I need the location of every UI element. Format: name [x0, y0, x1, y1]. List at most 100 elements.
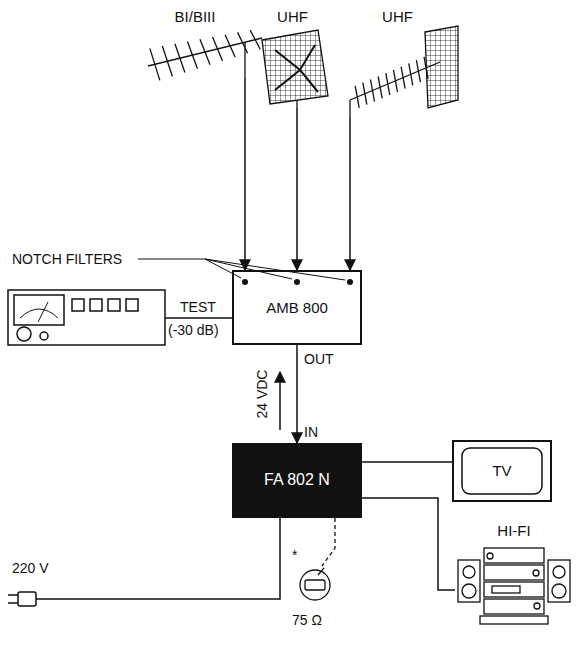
node-label: HI-FI: [497, 522, 530, 539]
meter-knob: [17, 327, 31, 341]
stereo-unit: [484, 548, 544, 563]
cable: [296, 108, 298, 270]
stereo-slot: [492, 586, 520, 593]
voltage-label: 220 V: [12, 560, 49, 576]
antenna-drawings: [148, 26, 458, 118]
yagi-element: [162, 46, 172, 76]
node-label: AMB 800: [266, 299, 328, 316]
cable: [244, 78, 246, 270]
bowtie-dipole: [275, 45, 318, 92]
yagi-element: [150, 48, 160, 80]
antenna-mast: [349, 100, 350, 118]
meter-key: [72, 299, 84, 311]
yagi-element: [225, 35, 235, 57]
uhf-reflector: [425, 26, 458, 108]
yagi-element: [200, 39, 210, 65]
footnote-mark: *: [292, 547, 297, 563]
antenna-mast: [296, 100, 297, 108]
voltage-label: 24 VDC: [254, 364, 270, 424]
plug-pin: [8, 594, 18, 596]
notch-dot: [294, 279, 300, 285]
cable: [296, 345, 298, 443]
stereo-unit: [484, 582, 544, 597]
test-meter: [8, 290, 165, 345]
meter-needle: [38, 302, 48, 322]
port-name: OUT: [304, 351, 334, 367]
yagi-element: [238, 32, 248, 53]
uhf-director: [409, 63, 413, 85]
speaker: [458, 560, 480, 602]
cable: [362, 461, 452, 463]
uhf-director: [386, 73, 390, 95]
cable: [349, 118, 351, 270]
meter-key: [90, 299, 102, 311]
notch-dot: [347, 279, 353, 285]
speaker-cone: [462, 584, 476, 598]
stereo-knob: [533, 570, 539, 576]
node-label: BI/BIII: [175, 8, 216, 25]
terminator-75-ohm: [300, 568, 330, 600]
antenna-bi-biii: BI/BIII: [140, 8, 250, 78]
meter-scale: [20, 309, 58, 318]
amplifier-box: AMB 800: [232, 270, 362, 345]
uhf-director: [416, 60, 420, 82]
stereo-unit: [484, 599, 544, 614]
yagi-element: [213, 37, 223, 61]
mains-plug: [8, 518, 280, 606]
mains-cable: [36, 518, 280, 599]
hifi-set: HI-FI: [455, 522, 573, 640]
notch-dot: [242, 279, 248, 285]
callout-text: NOTCH FILTERS: [12, 251, 122, 267]
uhf-director: [378, 76, 382, 98]
uhf-directors: [355, 57, 428, 108]
uhf-director: [355, 86, 359, 108]
speaker-cone: [553, 566, 565, 578]
node-label: FA 802 N: [264, 471, 330, 489]
meter-housing: [8, 290, 165, 345]
uhf-director: [393, 70, 397, 92]
uhf-director: [371, 80, 375, 102]
signal-level: (-30 dB): [168, 322, 219, 338]
tv-screen: [462, 448, 542, 494]
stereo-knob: [487, 553, 493, 559]
test-cable: [165, 317, 232, 319]
cable: [362, 498, 455, 590]
speaker: [548, 560, 570, 602]
terminator-body: [300, 570, 330, 600]
antenna-uhf: UHF: [255, 8, 330, 108]
stereo-base: [480, 616, 548, 624]
meter-window: [14, 295, 64, 325]
stereo-drawing: [458, 548, 570, 624]
yagi-element: [175, 44, 185, 73]
node-label: UHF: [277, 8, 308, 25]
node-label: UHF: [382, 8, 413, 25]
signal-name: TEST: [180, 299, 216, 315]
uhf-director: [424, 57, 428, 79]
yagi-elements: [150, 30, 260, 80]
plug-pin: [8, 602, 18, 604]
speaker-cone: [463, 566, 475, 578]
notch-filter-dots: [242, 279, 353, 285]
port-name: IN: [304, 424, 318, 440]
yagi-element: [250, 30, 260, 49]
meter-key: [126, 299, 138, 311]
uhf-director: [401, 67, 405, 89]
meter-socket: [40, 332, 48, 340]
meter-key: [108, 299, 120, 311]
yagi-element: [187, 41, 197, 68]
power-supply-box: FA 802 N: [232, 443, 362, 518]
terminator-pin: [318, 568, 324, 575]
antenna-uhf: UHF: [335, 8, 460, 118]
power-arrow: [279, 372, 281, 430]
uhf-panel: [262, 30, 328, 104]
speaker-cone: [552, 584, 566, 598]
stereo-unit: [484, 565, 544, 580]
tv-set: TV: [452, 440, 552, 502]
plug-body: [18, 592, 36, 606]
dashed-link: [322, 518, 335, 566]
uhf-director: [363, 83, 367, 105]
stereo-knob: [534, 603, 540, 609]
terminator-plug: [305, 580, 325, 590]
